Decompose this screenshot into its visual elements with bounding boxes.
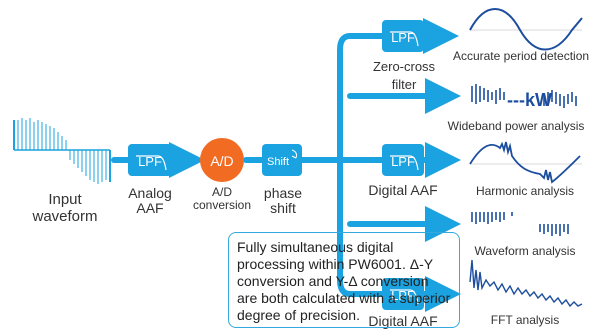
analog-label-line1: Analog	[128, 185, 172, 201]
shift-block-text: Shift	[267, 156, 289, 168]
analog-lpf-text: LPF	[138, 154, 162, 169]
harmonic-digital-aaf-label: Digital AAF	[368, 182, 438, 198]
phase-shift-label: phase shift	[256, 185, 310, 217]
ad-block-text: A/D	[210, 153, 233, 169]
ad-label-line2: conversion	[192, 198, 252, 213]
accurate-period-detection-label: Accurate period detection	[452, 49, 590, 63]
harmonic-lpf-block: LPF	[382, 144, 424, 176]
zero-cross-lpf-text: LPF	[391, 30, 415, 45]
zero-cross-label-line2: filter	[391, 77, 417, 92]
ad-converter-block: A/D	[200, 138, 244, 182]
harmonic-analysis-label: Harmonic analysis	[475, 184, 575, 198]
processing-note-box: Fully simultaneous digital processing wi…	[228, 232, 460, 328]
wideband-power-analysis-label: Wideband power analysis	[447, 119, 585, 133]
input-waveform-graphic	[13, 118, 111, 184]
shift-label-line1: phase	[263, 185, 303, 201]
zero-cross-label-line1: Zero-cross	[372, 59, 436, 74]
analog-label-line2: AAF	[136, 200, 164, 217]
input-label-line1: Input	[48, 191, 82, 208]
harmonic-graphic	[469, 141, 582, 184]
wideband-kw-text: ---kW	[507, 90, 552, 110]
fft-graphic	[469, 259, 583, 308]
zero-cross-lpf-block: LPF	[382, 20, 424, 52]
phase-shift-block: Shift	[262, 144, 302, 176]
waveform-analysis-label: Waveform analysis	[474, 244, 576, 258]
fft-digital-aaf-label: Digital AAF	[368, 313, 438, 329]
analog-lpf-block: LPF	[128, 144, 172, 176]
harmonic-lpf-text: LPF	[391, 154, 415, 169]
ad-conversion-label: A/D conversion	[186, 185, 258, 213]
analog-aaf-label: Analog AAF	[122, 185, 178, 217]
input-waveform-label: Input waveform	[30, 191, 100, 225]
wideband-power-graphic: ---kW	[471, 84, 577, 110]
waveform-analysis-graphic	[471, 212, 569, 236]
shift-label-line2: shift	[270, 200, 296, 217]
scissors-icon	[291, 149, 297, 159]
fft-lpf-text: LPF	[391, 288, 415, 303]
input-label-line2: waveform	[32, 207, 98, 225]
ad-label-line1: A/D	[211, 185, 232, 199]
fft-lpf-block: LPF	[382, 278, 424, 310]
zero-cross-filter-label: Zero-cross filter	[366, 58, 442, 94]
period-detection-graphic	[469, 8, 583, 51]
fft-analysis-label: FFT analysis	[490, 313, 560, 327]
main-signal-path	[111, 18, 461, 312]
